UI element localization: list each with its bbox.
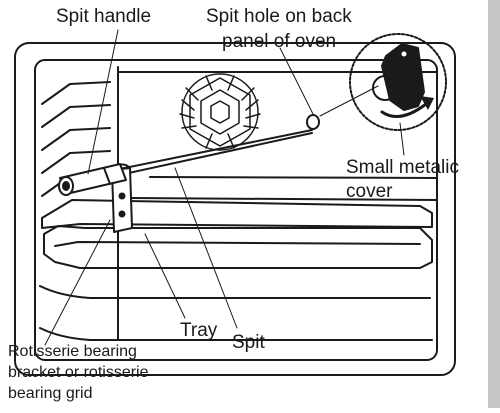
spit-hole-pointer xyxy=(279,47,314,115)
rack-grid xyxy=(41,199,433,229)
back-rail-upper xyxy=(149,176,438,179)
spit-hole xyxy=(306,114,320,130)
rack-support-4 xyxy=(41,150,111,174)
label-spit-hole-line2: panel of oven xyxy=(222,31,337,52)
oven-outer-frame xyxy=(14,42,456,376)
rotate-arrowhead xyxy=(420,96,434,110)
cover-hanging-hole xyxy=(399,49,409,59)
tray xyxy=(43,225,433,269)
back-rail-mid xyxy=(129,197,438,201)
label-spit: Spit xyxy=(232,332,265,353)
label-small-cover-line2: cover xyxy=(346,181,393,202)
rotate-arrow-icon xyxy=(380,102,428,118)
oven-floor-base xyxy=(39,327,433,341)
label-spit-hole-line1: Spit hole on back xyxy=(206,6,352,27)
label-spit-handle: Spit handle xyxy=(56,6,152,27)
label-bearing-grid-line3: bearing grid xyxy=(8,385,93,402)
label-bracket-line1: Rotisserie bearing xyxy=(8,343,137,360)
spit-handle xyxy=(58,163,127,196)
oven-inner-cavity xyxy=(34,59,438,361)
rack-support-3 xyxy=(41,127,111,151)
metallic-cover-icon xyxy=(381,43,425,111)
rotisserie-bracket xyxy=(111,163,133,233)
page-edge-bar xyxy=(488,0,500,408)
fan-icon xyxy=(179,73,261,151)
rack-support-1 xyxy=(41,81,111,105)
cover-leader-line xyxy=(319,85,379,117)
bracket-pointer xyxy=(44,219,111,346)
spit-handle-pointer xyxy=(87,29,119,175)
tray-pointer xyxy=(144,233,186,319)
label-small-cover-line1: Small metalic xyxy=(346,157,459,178)
spit-pointer xyxy=(174,167,238,329)
label-bracket-line2: bracket or rotisserie xyxy=(8,364,149,381)
inset-circle xyxy=(349,33,447,131)
rack-support-2 xyxy=(41,104,111,128)
small-cover-pointer xyxy=(399,122,405,156)
tray-rim xyxy=(54,241,421,247)
label-tray: Tray xyxy=(180,320,218,341)
oven-floor-front xyxy=(39,285,431,299)
